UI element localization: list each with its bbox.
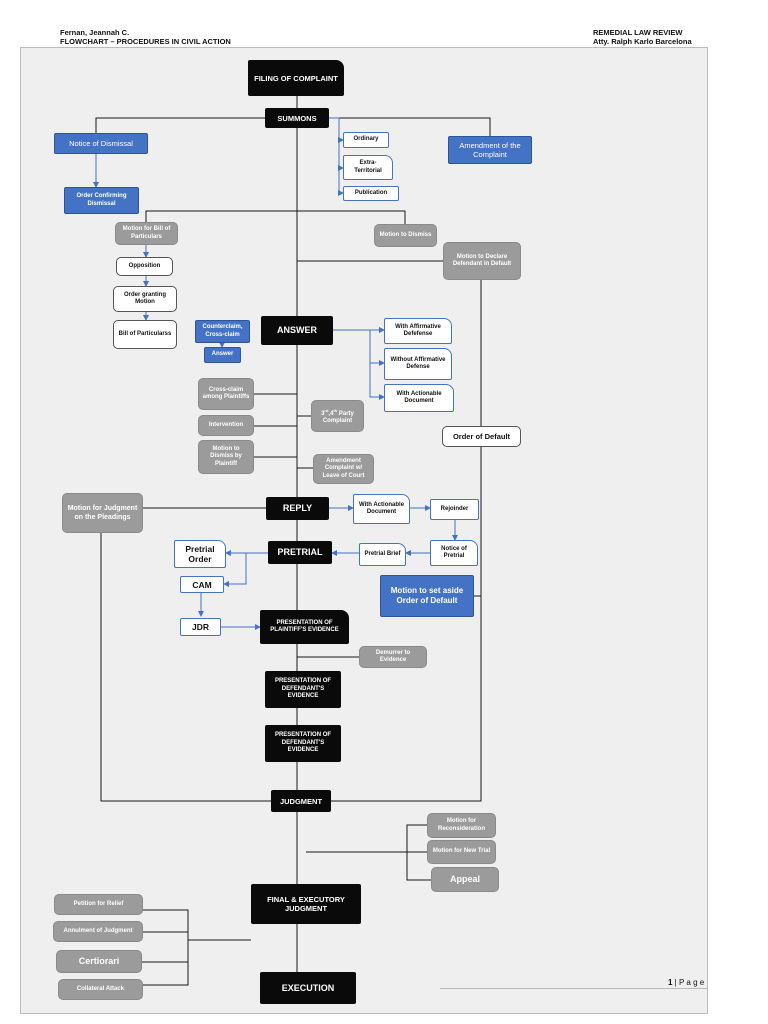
amendment-complaint-node: Amendment of the Complaint <box>448 136 532 164</box>
execution-node: EXECUTION <box>260 972 356 1004</box>
bill-of-particulars-node: Bill of Particularss <box>113 320 177 349</box>
counterclaim-node: Counterclaim, Cross-claim <box>195 320 250 343</box>
reply-actionable-document-node: With Actionable Document <box>353 494 410 524</box>
jdr-node: JDR <box>180 618 221 636</box>
order-granting-motion-node: Order granting Motion <box>113 286 177 312</box>
extra-territorial-node: Extra-Territorial <box>343 155 393 180</box>
without-affirmative-defense-node: Without Affirmative Defense <box>384 348 452 380</box>
motion-declare-default-node: Motion to Declare Defendant in Default <box>443 242 521 280</box>
filing-complaint-node: FILING OF COMPLAINT <box>248 60 344 96</box>
answer-small-node: Answer <box>204 347 241 363</box>
motion-reconsideration-node: Motion for Reconsideration <box>427 813 496 838</box>
annulment-judgment-node: Annulment of Judgment <box>53 921 143 942</box>
final-executory-judgment-node: FINAL & EXECUTORY JUDGMENT <box>251 884 361 924</box>
answer-node: ANSWER <box>261 316 333 345</box>
motion-dismiss-by-plaintiff-node: Motion to Dismiss by Plaintiff <box>198 440 254 474</box>
course-name: REMEDIAL LAW REVIEW <box>593 28 683 37</box>
notice-of-pretrial-node: Notice of Pretrial <box>430 540 478 566</box>
with-actionable-document-node: With Actionable Document <box>384 384 454 412</box>
order-of-default-node: Order of Default <box>442 426 521 447</box>
third-party-mid: ,4 <box>328 410 334 417</box>
motion-to-dismiss-node: Motion to Dismiss <box>374 224 437 247</box>
reply-node: REPLY <box>266 497 329 520</box>
pretrial-brief-node: Pretrial Brief <box>359 543 406 566</box>
third-party-complaint-node: 3rd,4th Party Complaint <box>311 400 364 432</box>
pretrial-order-node: Pretrial Order <box>174 540 226 568</box>
order-confirming-dismissal-node: Order Confirming Dismissal <box>64 187 139 214</box>
publication-node: Publication <box>343 186 399 201</box>
third-party-sup2: th <box>333 407 338 413</box>
third-party-label: 3rd,4th Party Complaint <box>321 407 354 425</box>
collateral-attack-node: Collateral Attack <box>58 979 143 1000</box>
cam-node: CAM <box>180 576 224 593</box>
motion-bill-particulars-node: Motion for Bill of Particulars <box>115 222 178 245</box>
demurrer-evidence-node: Demurrer to Evidence <box>359 646 427 668</box>
with-affirmative-defense-node: With Affirmative Defefense <box>384 318 452 344</box>
petition-for-relief-node: Petition for Relief <box>54 894 143 915</box>
motion-set-aside-default-node: Motion to set aside Order of Default <box>380 575 474 617</box>
pretrial-node: PRETRIAL <box>268 541 332 564</box>
document-title: FLOWCHART – PROCEDURES IN CIVIL ACTION <box>60 37 231 46</box>
header-left: Fernan, Jeannah C. FLOWCHART – PROCEDURE… <box>60 28 231 46</box>
page-footer: 1 | P a g e <box>668 978 704 987</box>
third-party-sup: rd <box>324 407 329 413</box>
rejoinder-node: Rejoinder <box>430 499 479 520</box>
certiorari-node: Certiorari <box>56 950 142 973</box>
header-right: REMEDIAL LAW REVIEW Atty. Ralph Karlo Ba… <box>593 28 692 46</box>
summons-node: SUMMONS <box>265 108 329 128</box>
ordinary-node: Ordinary <box>343 132 389 148</box>
footer-rule <box>440 988 708 989</box>
defendant-evidence-node-1: PRESENTATION OF DEFENDANT'S EVIDENCE <box>265 671 341 708</box>
opposition-node: Opposition <box>116 257 173 276</box>
page-number: 1 <box>668 978 673 987</box>
author-name: Fernan, Jeannah C. <box>60 28 130 37</box>
intervention-node: Intervention <box>198 415 254 436</box>
page-label: | P a g e <box>672 978 705 987</box>
judgment-node: JUDGMENT <box>271 790 331 812</box>
plaintiff-evidence-node: PRESENTATION OF PLAINTIFF'S EVIDENCE <box>260 610 349 644</box>
appeal-node: Appeal <box>431 867 499 892</box>
professor-name: Atty. Ralph Karlo Barcelona <box>593 37 692 46</box>
judgment-pleadings-node: Motion for Judgment on the Pleadings <box>62 493 143 533</box>
notice-of-dismissal-node: Notice of Dismissal <box>54 133 148 154</box>
motion-new-trial-node: Motion for New Trial <box>427 840 496 864</box>
defendant-evidence-node-2: PRESENTATION OF DEFENDANT'S EVIDENCE <box>265 725 341 762</box>
third-party-end: Party Complaint <box>322 410 354 425</box>
cross-claim-plaintiffs-node: Cross-claim among Plaintiffs <box>198 378 254 410</box>
amendment-leave-court-node: Amendment Complaint w/ Leave of Court <box>313 454 374 484</box>
